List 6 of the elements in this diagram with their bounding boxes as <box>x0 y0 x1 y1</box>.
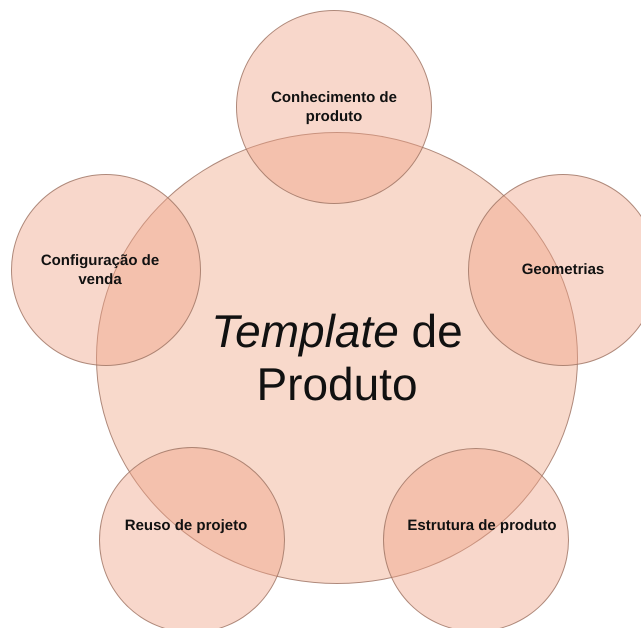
circle-label: Conhecimento de produto <box>270 88 398 126</box>
circle-label: Estrutura de produto <box>406 516 558 536</box>
circle-label: Reuso de projeto <box>124 516 248 536</box>
center-title: Template de Produto <box>210 305 464 411</box>
circle-label: Configuração de venda <box>40 250 160 290</box>
circle-label: Geometrias <box>520 260 606 280</box>
